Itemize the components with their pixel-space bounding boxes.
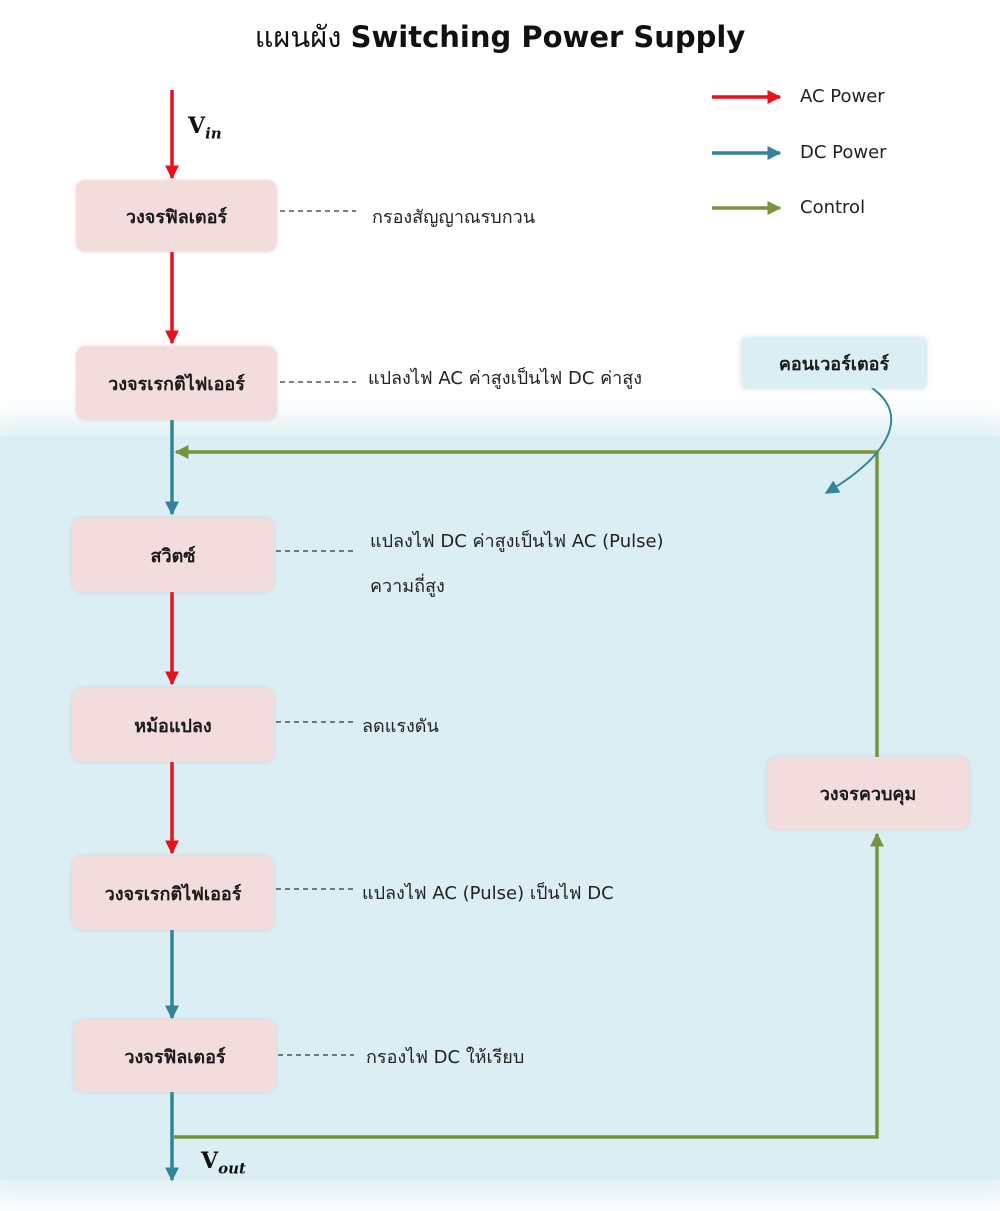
control-line-control-to-switch [174,445,879,757]
block-switch-label: สวิตซ์ [150,545,196,567]
note-switch: แปลงไฟ DC ค่าสูงเป็นไฟ AC (Pulse) [370,531,664,552]
block-output-rectifier: วงจรเรกติไฟเออร์ [72,856,274,930]
vout-label: Vout [201,1148,246,1177]
block-output-filter-label: วงจรฟิลเตอร์ [124,1046,226,1068]
block-transformer: หม้อแปลง [72,688,274,762]
control-line-output-to-control [174,832,884,1139]
note-transformer: ลดแรงดัน [362,716,439,737]
vin-sub: in [205,124,222,143]
note-input-filter: กรองสัญญาณรบกวน [372,207,536,228]
block-input-rectifier-label: วงจรเรกติไฟเออร์ [108,373,245,395]
block-input-rectifier: วงจรเรกติไฟเออร์ [76,346,277,420]
vout-sub: out [218,1159,246,1178]
title-main: Switching Power Supply [350,20,746,54]
diagram-title: แผนผัง Switching Power Supply [0,14,1000,60]
converter-label-box: คอนเวอร์เตอร์ [742,338,926,388]
block-control-label: วงจรควบคุม [819,783,917,805]
converter-label: คอนเวอร์เตอร์ [778,353,890,375]
block-output-rectifier-label: วงจรเรกติไฟเออร์ [104,883,242,905]
block-control: วงจรควบคุม [767,757,969,829]
note-switch-line2: ความถี่สูง [370,576,445,597]
block-switch: สวิตซ์ [72,518,274,592]
converter-callout-arrow [824,387,893,494]
vout-base: V [201,1148,219,1174]
block-transformer-label: หม้อแปลง [134,715,212,737]
block-input-filter-label: วงจรฟิลเตอร์ [125,206,228,228]
note-output-filter: กรองไฟ DC ให้เรียบ [366,1047,525,1068]
title-prefix: แผนผัง [254,20,342,54]
note-input-rectifier: แปลงไฟ AC ค่าสูงเป็นไฟ DC ค่าสูง [368,368,643,389]
legend-control-label: Control [800,197,866,218]
vin-label: Vin [188,113,222,142]
block-output-filter: วงจรฟิลเตอร์ [74,1020,276,1092]
legend-ac-label: AC Power [800,86,885,107]
vin-base: V [188,113,206,139]
legend-dc-label: DC Power [800,142,887,163]
block-input-filter: วงจรฟิลเตอร์ [76,180,277,252]
note-output-rectifier: แปลงไฟ AC (Pulse) เป็นไฟ DC [362,883,614,904]
